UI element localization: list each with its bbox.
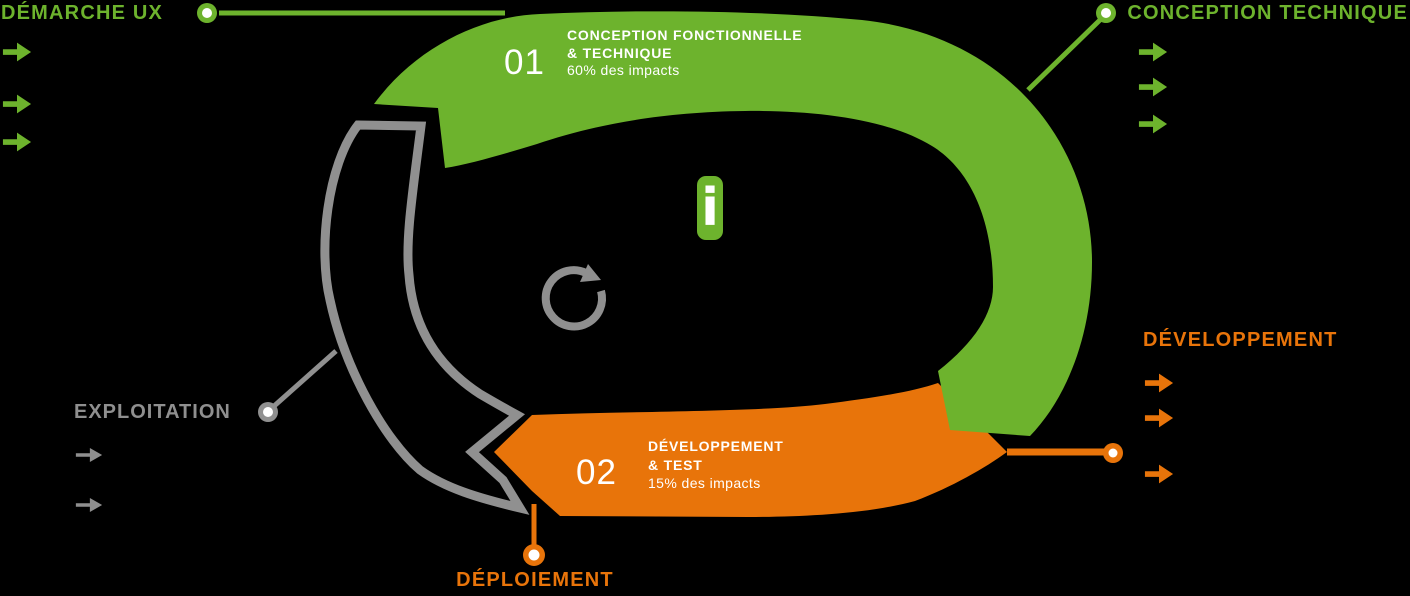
step1-title-line1: CONCEPTION FONCTIONNELLE [567, 27, 803, 43]
conception-technique-arrow-icon-3 [1138, 114, 1168, 134]
step2-text: DÉVELOPPEMENT & TEST 15% des impacts [648, 437, 784, 493]
step2-subtitle: 15% des impacts [648, 475, 761, 491]
exploitation-arrow-icon-2 [75, 498, 103, 512]
exploitation-connector-line [271, 349, 338, 409]
step2-title-line2: & TEST [648, 456, 703, 473]
orange-cycle-band [494, 383, 1007, 517]
step1-title-line2: & TECHNIQUE [567, 44, 673, 61]
exploitation-arrow-icon-1 [75, 448, 103, 462]
deploiement-dot [523, 544, 545, 566]
demarche-ux-dot [197, 3, 217, 23]
step1-text: CONCEPTION FONCTIONNELLE & TECHNIQUE 60%… [567, 27, 802, 80]
developpement-arrow-icon-2 [1144, 408, 1174, 428]
exploitation-crescent-outline [320, 120, 530, 515]
logo-i-letter: i [701, 178, 719, 238]
logo-i-badge: i [697, 176, 723, 240]
label-demarche-ux: DÉMARCHE UX [1, 2, 164, 24]
step1-number: 01 [504, 43, 545, 82]
conception-technique-arrow-icon-1 [1138, 42, 1168, 62]
demarche-ux-arrow-icon-3 [2, 132, 32, 152]
label-conception-technique: CONCEPTION TECHNIQUE [1127, 2, 1408, 24]
step2-title-line1: DÉVELOPPEMENT [648, 438, 784, 454]
green-cycle-band [374, 11, 1092, 436]
demarche-ux-arrow-icon-1 [2, 42, 32, 62]
demarche-ux-arrow-icon-2 [2, 94, 32, 114]
developpement-arrow-icon-3 [1144, 464, 1174, 484]
refresh-cycle-icon [541, 264, 607, 331]
step1-subtitle: 60% des impacts [567, 62, 680, 78]
conception-technique-dot [1096, 3, 1116, 23]
label-deploiement: DÉPLOIEMENT [456, 569, 614, 591]
label-developpement: DÉVELOPPEMENT [1143, 329, 1338, 351]
label-exploitation: EXPLOITATION [74, 401, 231, 423]
step2-number: 02 [576, 453, 617, 492]
developpement-arrow-icon-1 [1144, 373, 1174, 393]
conception-technique-connector-line [1026, 17, 1103, 92]
developpement-dot [1103, 443, 1123, 463]
conception-technique-arrow-icon-2 [1138, 77, 1168, 97]
exploitation-dot [258, 402, 278, 422]
